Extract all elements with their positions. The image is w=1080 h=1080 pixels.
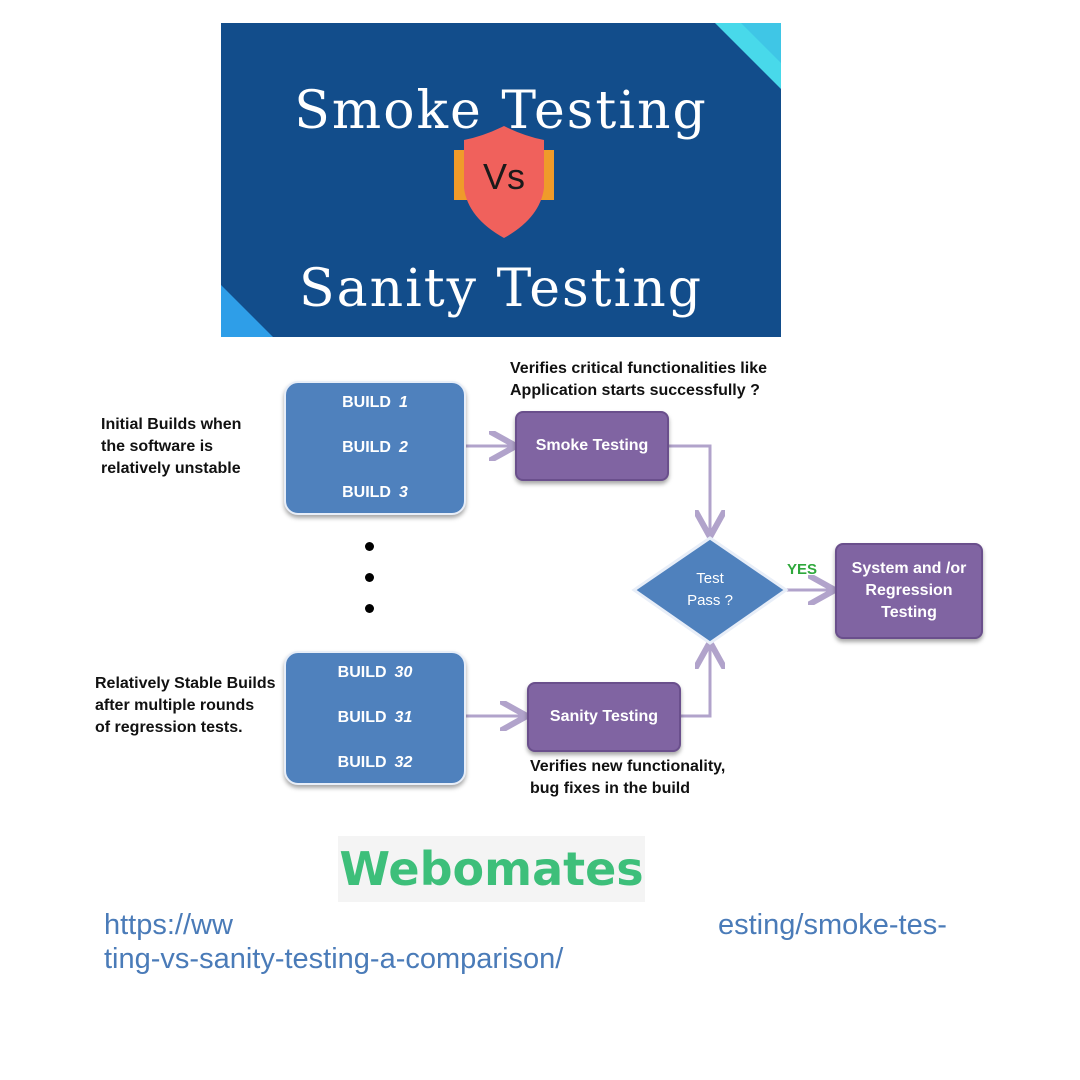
note-stable-builds: Relatively Stable Builds after multiple … — [95, 675, 276, 736]
url-line-1-right: esting/smoke-tes- — [718, 909, 947, 941]
url-line-2: ting-vs-sanity-testing-a-comparison/ — [104, 943, 564, 975]
url-line-1-left: https://ww — [104, 909, 233, 941]
yes-label: YES — [787, 561, 818, 578]
note-smoke-verifies: Verifies critical functionalities like A… — [510, 360, 767, 399]
title-banner: Smoke Testing Vs Sanity Testing — [221, 23, 781, 337]
banner-title-bottom: Sanity Testing — [299, 259, 703, 319]
logo-text: Webomates — [339, 842, 644, 896]
shield-icon — [464, 126, 544, 238]
ellipsis-dot — [365, 573, 374, 582]
vs-label: Vs — [482, 156, 525, 197]
ellipsis-dot — [365, 604, 374, 613]
webomates-logo: Webomates — [338, 836, 645, 902]
corner-decoration-bottom — [221, 285, 273, 337]
vs-shield-icon: Vs — [454, 126, 554, 238]
arrow-smoke-decision — [668, 444, 710, 534]
arrow-sanity-decision — [680, 645, 710, 718]
smoke-testing-box: Smoke Testing — [515, 411, 669, 481]
note-initial-builds: Initial Builds when the software is rela… — [101, 416, 242, 477]
corner-decoration-inner — [741, 23, 781, 63]
decision-label: Test Pass ? — [687, 570, 733, 609]
decision-diamond — [631, 536, 789, 645]
note-sanity-verifies: Verifies new functionality, bug fixes in… — [530, 758, 726, 797]
regression-testing-box: System and /or Regression Testing — [835, 543, 983, 639]
sanity-testing-box: Sanity Testing — [527, 682, 681, 752]
ellipsis-dot — [365, 542, 374, 551]
